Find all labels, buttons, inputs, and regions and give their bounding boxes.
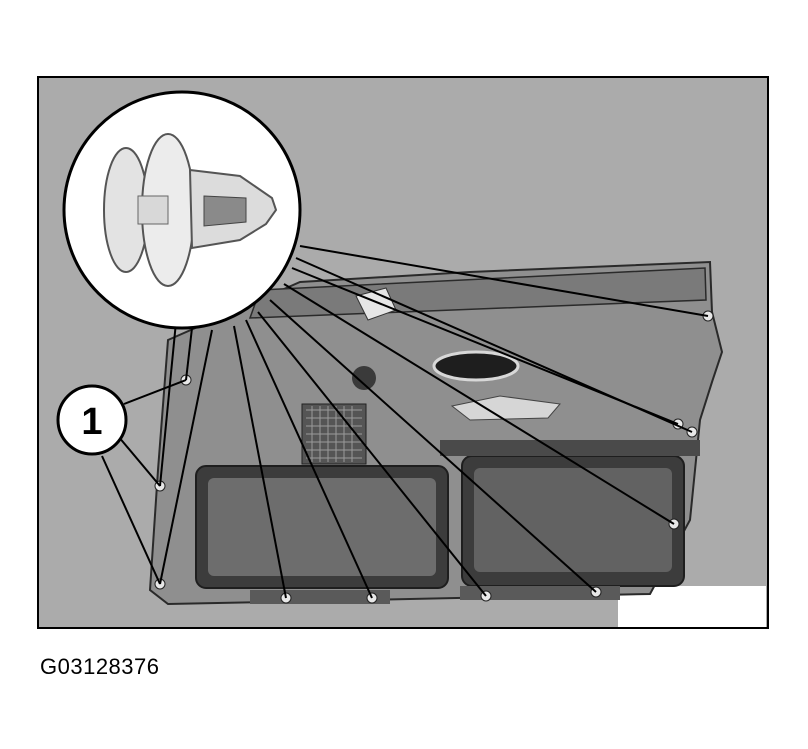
leader-line bbox=[185, 327, 193, 381]
door-handle-recess bbox=[432, 350, 520, 382]
callout-circle bbox=[56, 384, 128, 456]
leader-line bbox=[159, 329, 213, 585]
leader-line bbox=[291, 267, 679, 425]
leader-line bbox=[233, 325, 287, 599]
callout-1: 1 bbox=[56, 379, 187, 585]
clip-barb-slot bbox=[203, 195, 247, 227]
leader-line bbox=[283, 283, 675, 525]
window-crank-base bbox=[352, 366, 376, 390]
left-pocket-inner bbox=[208, 478, 436, 576]
trim-clip-icon bbox=[103, 133, 278, 287]
leader-line bbox=[159, 321, 177, 487]
callout-leader bbox=[123, 379, 187, 405]
leader-lines bbox=[159, 245, 709, 599]
right-pocket-inner bbox=[474, 468, 672, 572]
callout-leader bbox=[101, 455, 161, 585]
leader-line bbox=[257, 311, 487, 597]
bottom-strip-2 bbox=[460, 586, 620, 600]
clip-magnifier bbox=[62, 90, 302, 330]
callout-leader bbox=[117, 435, 161, 487]
callout-number: 1 bbox=[81, 401, 102, 443]
leader-line bbox=[269, 299, 597, 593]
clip-stem bbox=[137, 195, 169, 225]
armrest-bar bbox=[440, 440, 700, 456]
leader-line bbox=[299, 245, 709, 317]
speaker-grille-pattern bbox=[306, 406, 362, 462]
handle-bracket bbox=[450, 395, 561, 421]
door-trim-panel bbox=[148, 260, 724, 606]
leader-line bbox=[245, 319, 373, 599]
figure-code: G03128376 bbox=[40, 654, 160, 679]
